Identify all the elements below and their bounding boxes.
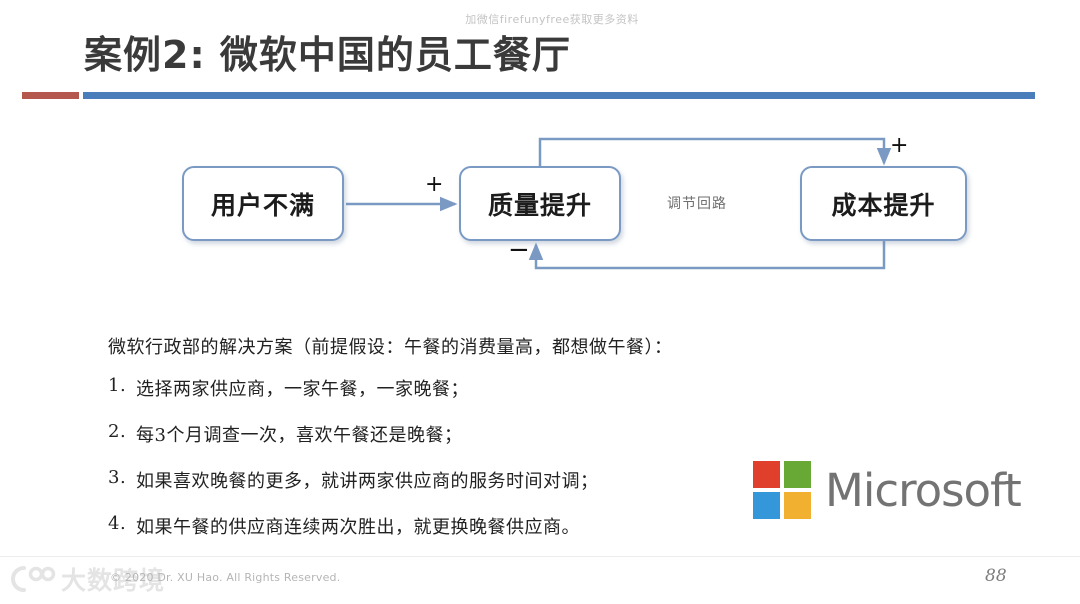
watermark-label: 大数跨境 [61,566,166,595]
node-cost-label: 成本提升 [831,190,936,220]
node-quality-label: 质量提升 [487,190,592,220]
list-item-number: 4. [108,513,127,534]
microsoft-logo: Microsoft [753,461,1022,519]
title-rule-red [22,92,79,99]
list-item: 4. 如果午餐的供应商连续两次胜出，就更换晚餐供应商。 [108,513,868,539]
node-cost-increase[interactable]: 成本提升 [800,166,967,241]
list-item-number: 3. [108,467,127,488]
page-title: 案例2: 微软中国的员工餐厅 [84,33,571,77]
list-item-number: 1. [108,375,127,396]
node-quality-improvement[interactable]: 质量提升 [459,166,621,241]
list-item: 1. 选择两家供应商，一家午餐，一家晚餐； [108,375,868,401]
lead-paragraph: 微软行政部的解决方案（前提假设：午餐的消费量高，都想做午餐）： [108,337,673,358]
steps-list: 1. 选择两家供应商，一家午餐，一家晚餐； 2. 每3个月调查一次，喜欢午餐还是… [108,375,868,539]
content-block: 微软行政部的解决方案（前提假设：午餐的消费量高，都想做午餐）： 1. 选择两家供… [108,334,868,559]
top-watermark-text: 加微信firefunyfree获取更多资料 [465,13,639,26]
sign-plus-user-quality: + [425,172,444,197]
microsoft-square-blue [753,492,780,519]
microsoft-square-green [784,461,811,488]
list-item: 3. 如果喜欢晚餐的更多，就讲两家供应商的服务时间对调； [108,467,868,493]
list-item-text: 如果喜欢晚餐的更多，就讲两家供应商的服务时间对调； [136,471,599,492]
list-item-text: 每3个月调查一次，喜欢午餐还是晚餐； [136,425,463,446]
microsoft-square-red [753,461,780,488]
microsoft-square-orange [784,492,811,519]
list-item-text: 选择两家供应商，一家午餐，一家晚餐； [136,379,469,400]
watermark-logo-icon [10,564,56,594]
balancing-loop-label: 调节回路 [667,196,727,212]
list-item-number: 2. [108,421,127,442]
sign-plus-quality-cost: + [890,133,909,158]
page-number: 88 [985,566,1007,586]
list-item-text: 如果午餐的供应商连续两次胜出，就更换晚餐供应商。 [136,517,580,538]
node-user-dissatisfaction[interactable]: 用户不满 [182,166,344,241]
causal-loop-diagram: 用户不满 质量提升 成本提升 [0,120,1080,310]
node-user-label: 用户不满 [210,190,315,220]
microsoft-squares-icon [753,461,811,519]
sign-minus-cost-quality: − [508,235,530,265]
bottom-left-watermark: 大数跨境 [10,561,165,597]
list-item: 2. 每3个月调查一次，喜欢午餐还是晚餐； [108,421,868,447]
copyright-text: © 2020 Dr. XU Hao. All Rights Reserved. [110,571,341,584]
footer-divider [0,556,1080,557]
microsoft-wordmark: Microsoft [825,463,1022,517]
title-rule-blue [83,92,1035,99]
